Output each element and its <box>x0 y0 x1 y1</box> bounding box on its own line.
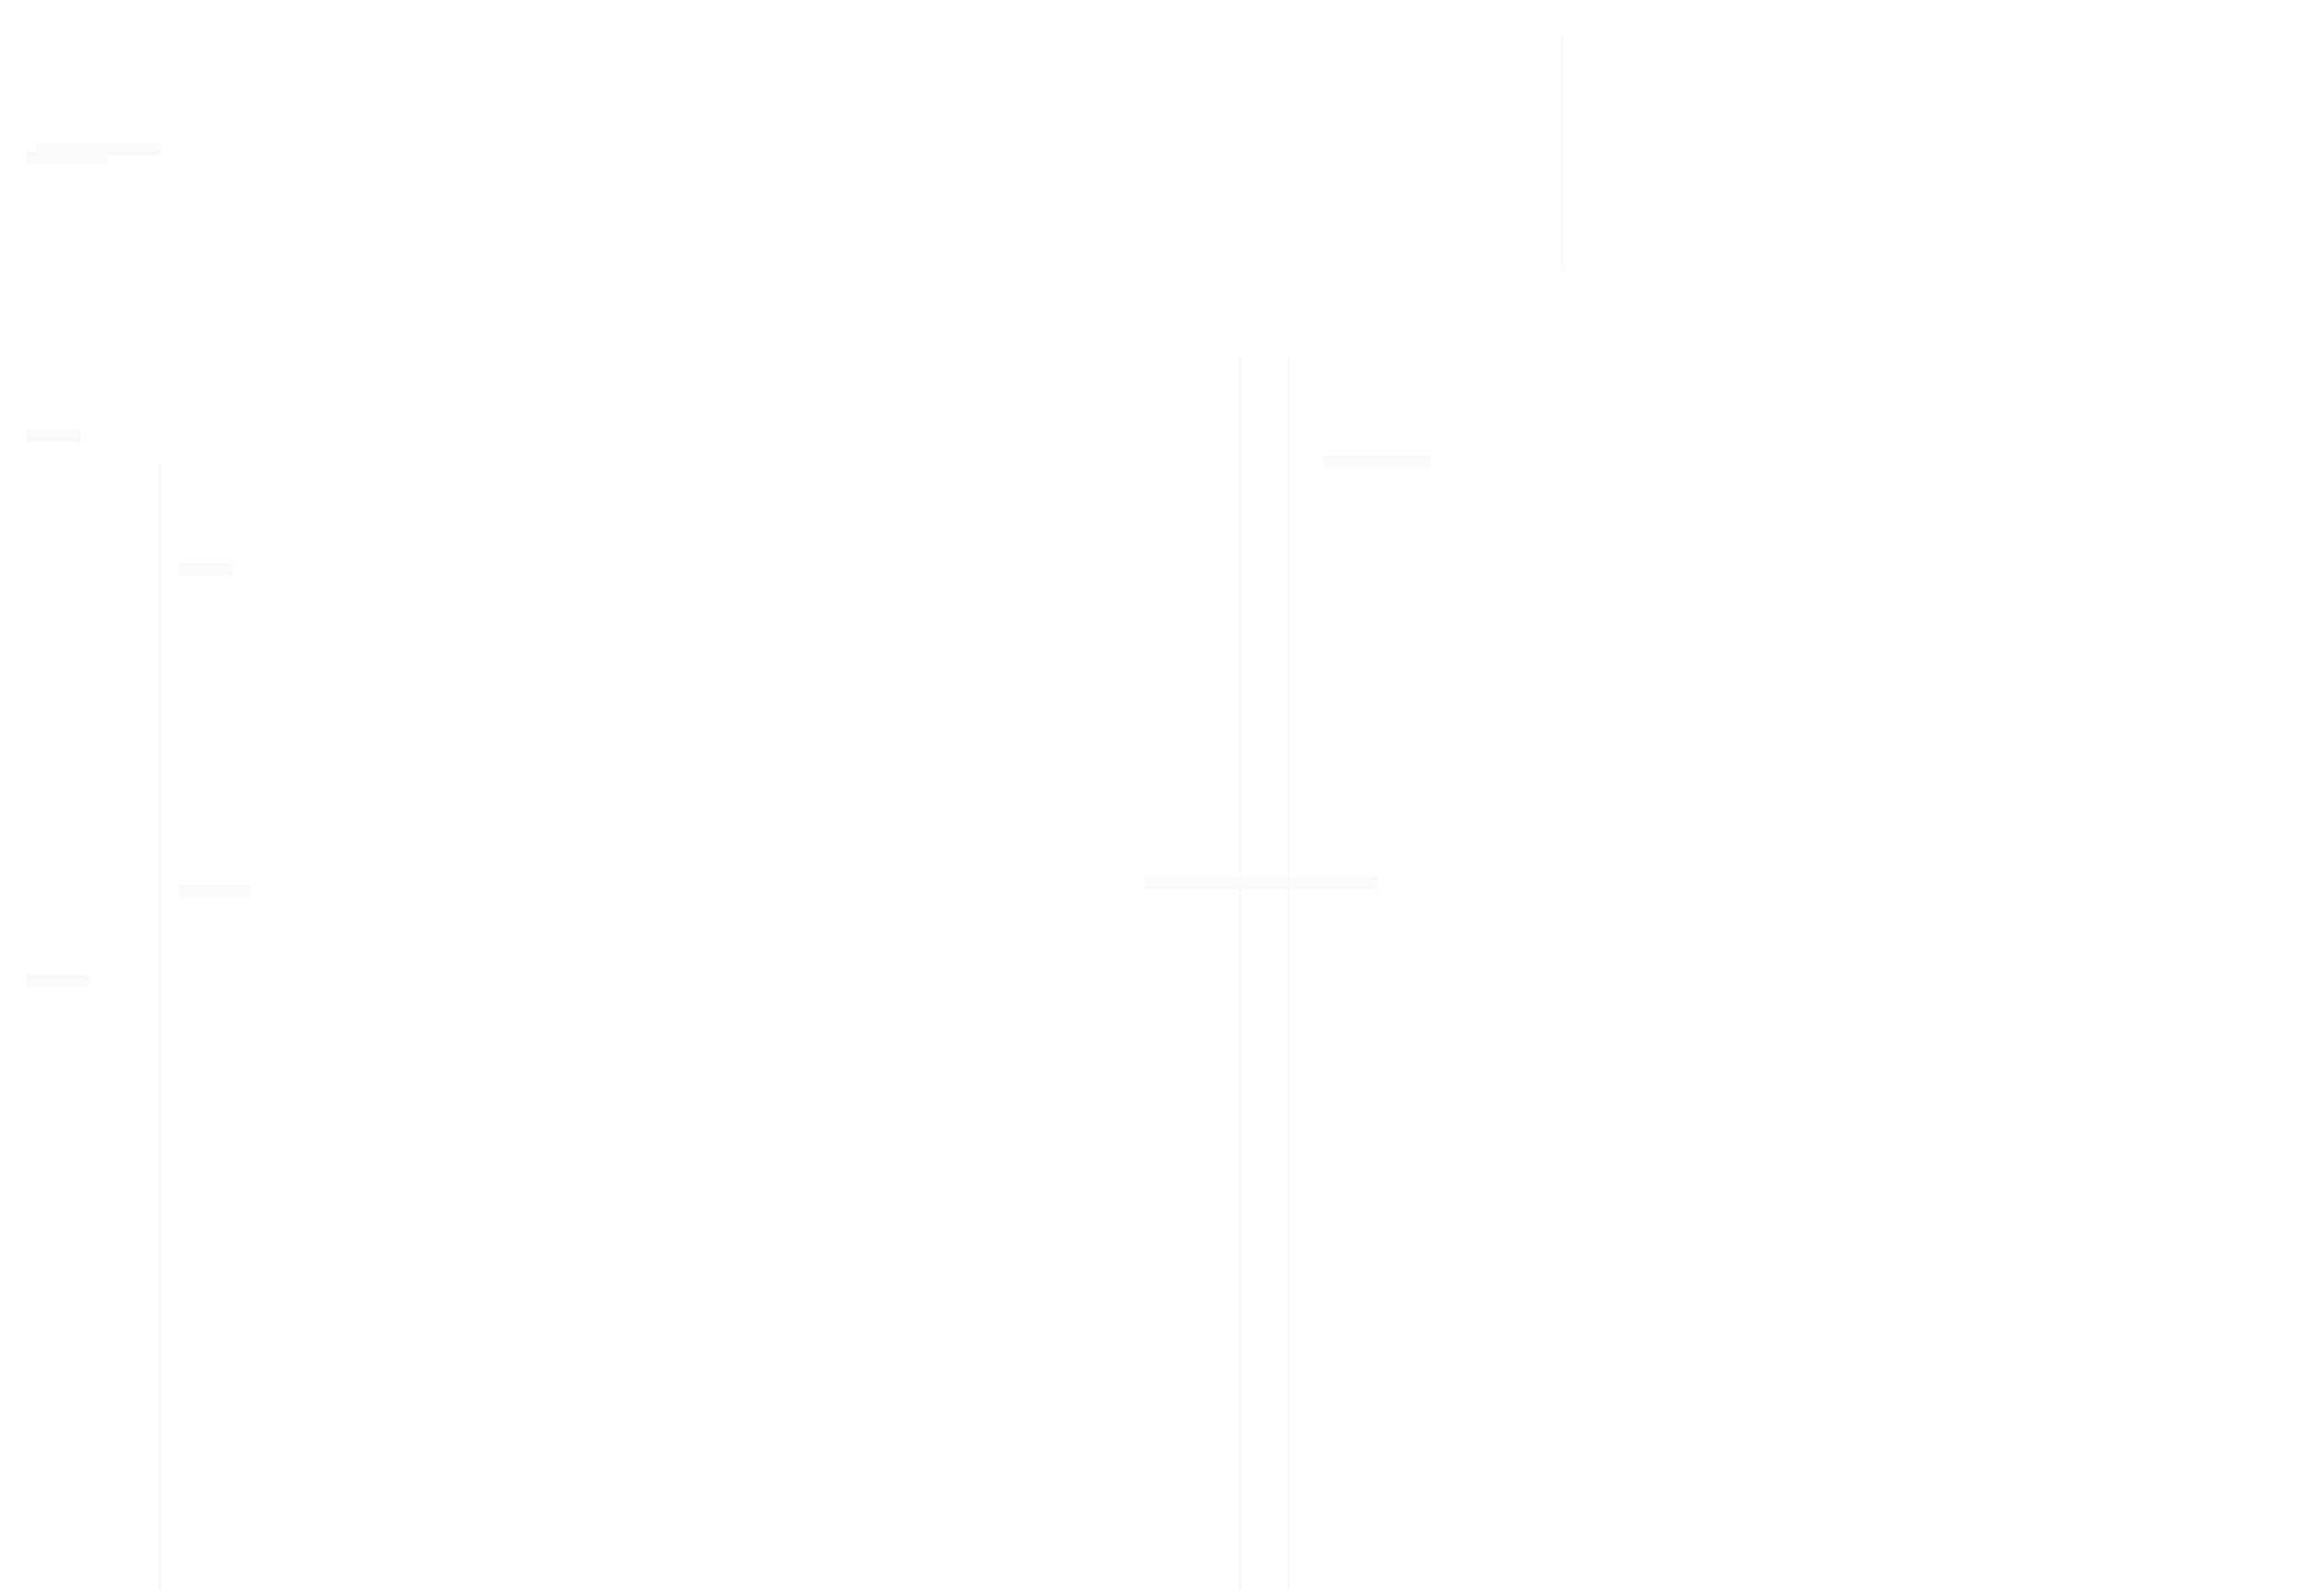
content-text <box>179 885 250 898</box>
panel-divider <box>1288 358 1289 1590</box>
sidebar-item[interactable] <box>27 975 89 987</box>
sidebar-item[interactable] <box>27 429 80 442</box>
main-content <box>161 89 2324 1590</box>
panel-divider <box>1239 358 1241 1590</box>
sidebar-divider <box>159 465 161 1590</box>
sidebar <box>0 0 161 1590</box>
header-title <box>36 143 161 156</box>
content-text <box>1145 876 1377 889</box>
header <box>0 0 2324 156</box>
content-heading <box>179 563 232 576</box>
panel-divider <box>1561 36 1563 268</box>
content-text <box>1323 456 1431 469</box>
